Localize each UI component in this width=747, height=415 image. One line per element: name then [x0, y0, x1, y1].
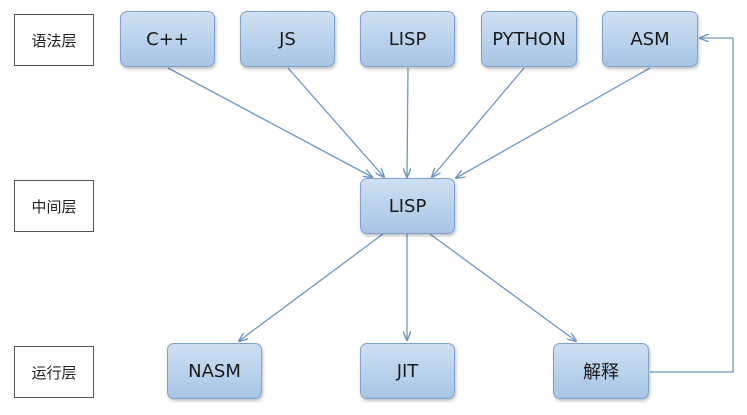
- node-nasm: NASM: [167, 343, 262, 399]
- layer-label-runtime: 运行层: [14, 346, 94, 398]
- node-asm: ASM: [602, 11, 698, 67]
- arrow-interpret-to-asm: [650, 38, 734, 373]
- arrow-lisp-to-lisp: [407, 67, 408, 177]
- arrow-cpp-to-lisp: [167, 67, 372, 177]
- layer-label-syntax: 语法层: [14, 14, 94, 66]
- arrow-python-to-lisp: [432, 67, 525, 177]
- node-jit: JIT: [360, 343, 455, 399]
- node-python: PYTHON: [481, 11, 577, 67]
- node-lisp-syntax: LISP: [360, 11, 455, 67]
- node-interpret: 解释: [553, 343, 649, 399]
- node-cpp: C++: [120, 11, 215, 67]
- arrow-lisp-to-nasm: [239, 233, 384, 341]
- arrow-asm-to-lisp: [456, 67, 651, 178]
- node-lisp-middle: LISP: [360, 178, 455, 234]
- layer-label-middle: 中间层: [14, 180, 94, 232]
- node-js: JS: [240, 11, 335, 67]
- arrow-lisp-to-interpret: [429, 233, 576, 341]
- arrow-js-to-lisp: [287, 67, 384, 177]
